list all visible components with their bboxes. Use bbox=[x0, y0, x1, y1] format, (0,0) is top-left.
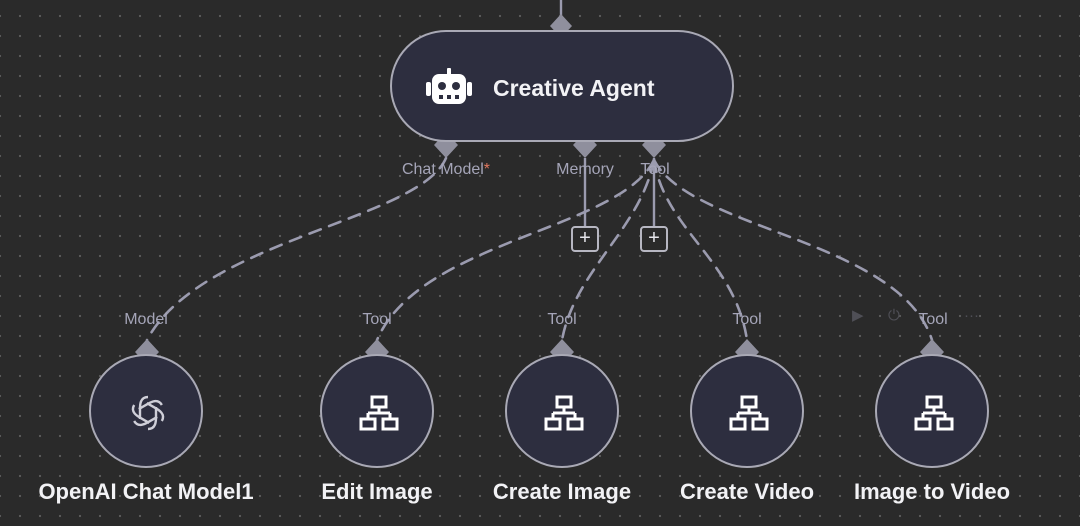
image-to-video-node[interactable] bbox=[875, 354, 989, 468]
tool-port-label: Tool bbox=[640, 161, 670, 178]
robot-icon bbox=[426, 68, 472, 104]
chat-model-port-label: Chat Model* bbox=[402, 161, 490, 179]
workflow-icon bbox=[544, 395, 584, 431]
openai-icon bbox=[131, 395, 165, 431]
workflow-icon bbox=[914, 395, 954, 431]
workflow-icon bbox=[729, 395, 769, 431]
workflow-icon bbox=[359, 395, 399, 431]
node-caption-create-video: Create Video bbox=[679, 479, 815, 504]
node-hover-toolbar: ▶ ⏻ ··· bbox=[848, 306, 988, 328]
play-icon[interactable]: ▶ bbox=[852, 307, 864, 324]
more-options-icon[interactable]: ··· bbox=[964, 307, 979, 324]
node-caption-image-to-video: Image to Video bbox=[853, 479, 1011, 504]
connection-chat-model[interactable] bbox=[145, 156, 448, 342]
tool-port-label: Tool bbox=[547, 311, 577, 328]
agent-title: Creative Agent bbox=[493, 75, 655, 101]
add-memory-button[interactable]: + bbox=[571, 226, 599, 252]
connection-tool-image-to-video[interactable] bbox=[652, 158, 934, 342]
node-caption-openai-chat-model: OpenAI Chat Model1 bbox=[38, 479, 254, 504]
node-caption-create-image: Create Image bbox=[492, 479, 632, 504]
required-marker: * bbox=[483, 161, 491, 178]
creative-agent-node[interactable]: Creative Agent bbox=[390, 30, 734, 142]
power-icon[interactable]: ⏻ bbox=[888, 307, 900, 324]
openai-chat-model-node[interactable] bbox=[89, 354, 203, 468]
connection-tool-create-video[interactable] bbox=[652, 158, 749, 342]
tool-port-label: Tool bbox=[918, 311, 948, 328]
create-image-node[interactable] bbox=[505, 354, 619, 468]
memory-port-label: Memory bbox=[556, 161, 614, 178]
tool-port-label: Tool bbox=[732, 311, 762, 328]
chat-model-label: Chat Model bbox=[401, 161, 484, 178]
tool-port-label: Tool bbox=[362, 311, 392, 328]
node-caption-edit-image: Edit Image bbox=[321, 479, 433, 504]
model-port-label: Model bbox=[124, 311, 168, 328]
create-video-node[interactable] bbox=[690, 354, 804, 468]
edit-image-node[interactable] bbox=[320, 354, 434, 468]
add-tool-button[interactable]: + bbox=[640, 226, 668, 252]
connection-tool-create-image[interactable] bbox=[560, 158, 656, 342]
connection-tool-edit-image[interactable] bbox=[375, 158, 656, 342]
